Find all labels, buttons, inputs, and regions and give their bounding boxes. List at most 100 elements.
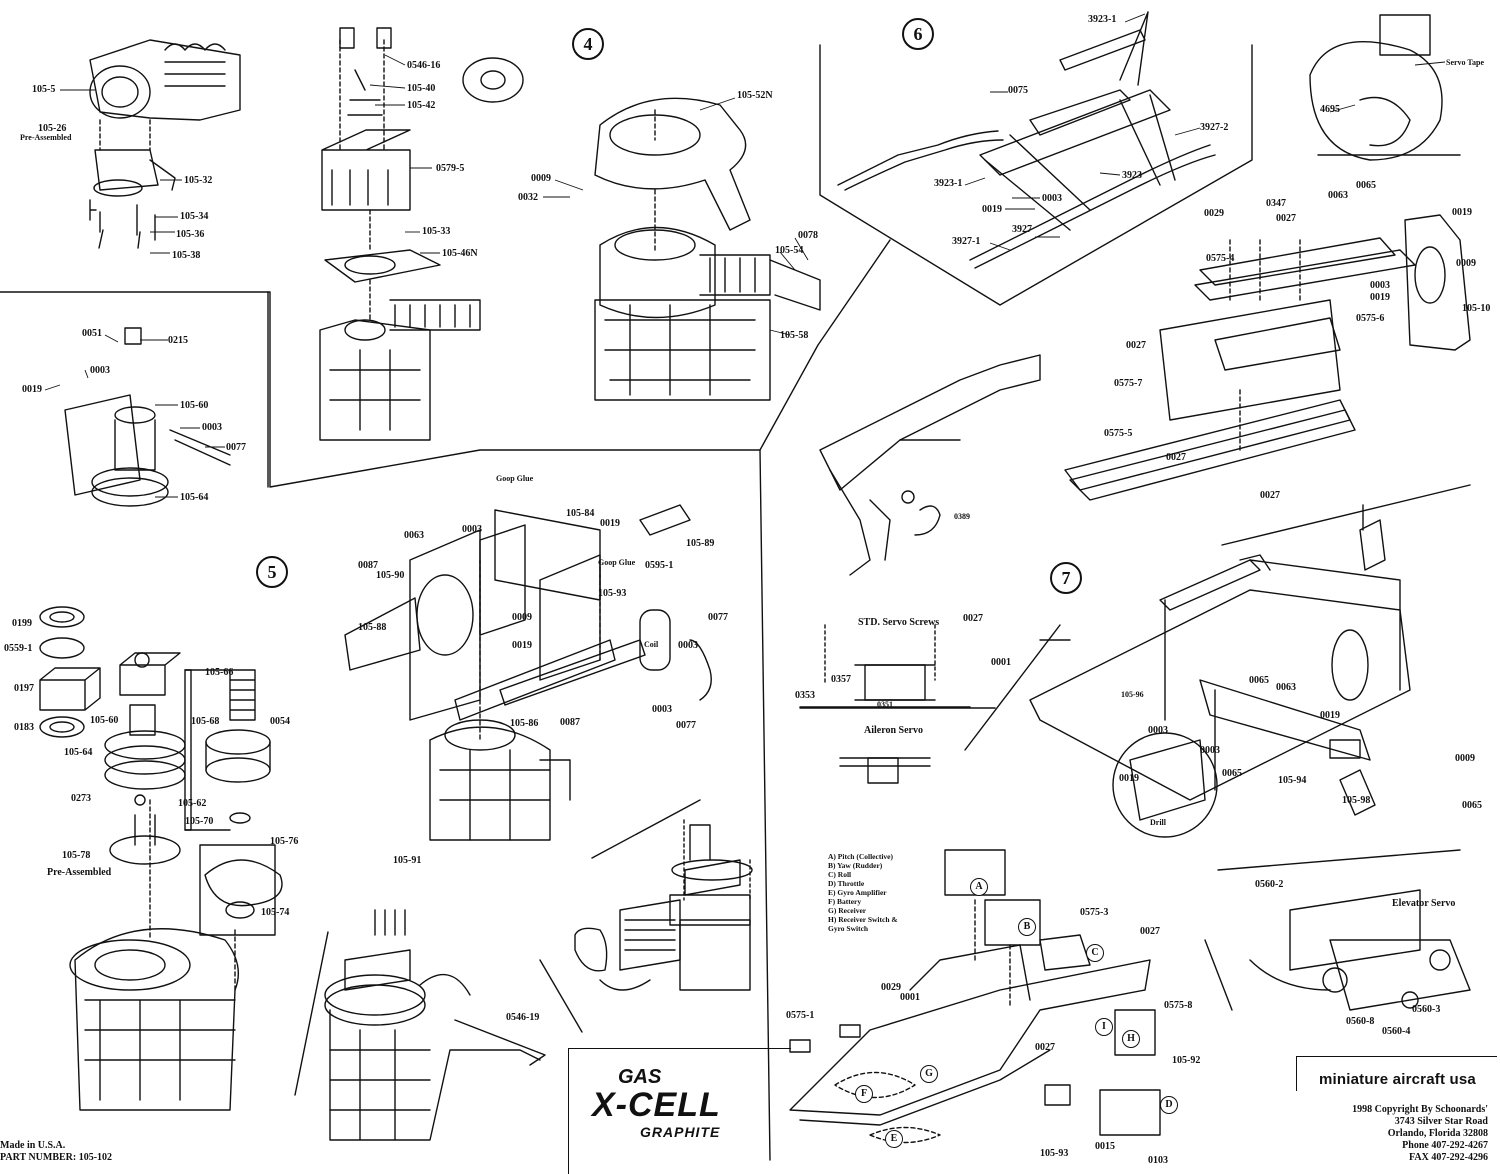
part-label: 105-60 bbox=[90, 715, 119, 726]
part-label: 0003 bbox=[1370, 280, 1390, 291]
part-label: 0003 bbox=[202, 422, 222, 433]
address-line: 3743 Silver Star Road bbox=[1394, 1116, 1488, 1127]
part-label: 0032 bbox=[518, 192, 538, 203]
component-letter-g: G bbox=[920, 1065, 938, 1083]
part-label: 105-68 bbox=[191, 716, 220, 727]
part-label: 0357 bbox=[831, 674, 851, 685]
component-letter-c: C bbox=[1086, 944, 1104, 962]
part-label: 0183 bbox=[14, 722, 34, 733]
part-label: 105-76 bbox=[270, 836, 299, 847]
part-label: 0065 bbox=[1249, 675, 1269, 686]
component-letter-h: H bbox=[1122, 1030, 1140, 1048]
part-label: 0019 bbox=[982, 204, 1002, 215]
part-label: 0353 bbox=[795, 690, 815, 701]
divider-line bbox=[1217, 849, 1461, 871]
copyright-line: 1998 Copyright By Schoonards' bbox=[1352, 1104, 1488, 1115]
part-label: 105-58 bbox=[780, 330, 809, 341]
part-label: 105-40 bbox=[407, 83, 436, 94]
part-label: 0029 bbox=[881, 982, 901, 993]
part-label: 0347 bbox=[1266, 198, 1286, 209]
part-label: 3927-1 bbox=[952, 236, 981, 247]
part-label: 0027 bbox=[1126, 340, 1146, 351]
divider-line bbox=[759, 449, 771, 1161]
component-letter-b: B bbox=[1018, 918, 1036, 936]
section-number-5: 5 bbox=[256, 556, 288, 588]
part-label: 0001 bbox=[991, 657, 1011, 668]
part-label: 105-84 bbox=[566, 508, 595, 519]
part-label: 0027 bbox=[1140, 926, 1160, 937]
part-label: 0199 bbox=[12, 618, 32, 629]
part-label: 105-46N bbox=[442, 248, 478, 259]
legend-item: E) Gyro Amplifier bbox=[828, 888, 887, 897]
part-label: Elevator Servo bbox=[1392, 898, 1456, 909]
part-label: 0019 bbox=[1119, 773, 1139, 784]
part-label: 0575-7 bbox=[1114, 378, 1143, 389]
part-label: 0575-5 bbox=[1104, 428, 1133, 439]
part-label: 0063 bbox=[404, 530, 424, 541]
part-label: 0546-19 bbox=[506, 1012, 540, 1023]
brand-frame: miniature aircraft usa bbox=[1296, 1056, 1497, 1091]
part-label: 0003 bbox=[1200, 745, 1220, 756]
part-label: 0065 bbox=[1462, 800, 1482, 811]
part-label: 0351 bbox=[877, 700, 893, 709]
component-letter-a: A bbox=[970, 878, 988, 896]
part-label: 0087 bbox=[358, 560, 378, 571]
part-label: 0065 bbox=[1356, 180, 1376, 191]
made-in-text: Made in U.S.A. bbox=[0, 1140, 66, 1151]
part-label: 0003 bbox=[90, 365, 110, 376]
part-label: 3923-1 bbox=[1088, 14, 1117, 25]
component-letter-f: F bbox=[855, 1085, 873, 1103]
part-label: 0019 bbox=[1370, 292, 1390, 303]
part-label: 0019 bbox=[1452, 207, 1472, 218]
part-label: 0197 bbox=[14, 683, 34, 694]
logo-frame bbox=[568, 1048, 791, 1174]
part-label: 0019 bbox=[1320, 710, 1340, 721]
part-label: 105-96 bbox=[1121, 690, 1144, 699]
part-label: 0103 bbox=[1148, 1155, 1168, 1166]
part-number-text: PART NUMBER: 105-102 bbox=[0, 1152, 113, 1163]
divider-line bbox=[294, 931, 329, 1096]
part-label: 0003 bbox=[678, 640, 698, 651]
part-label: 105-26 bbox=[38, 123, 67, 134]
part-label: 0027 bbox=[1166, 452, 1186, 463]
part-label: Pre-Assembled bbox=[47, 867, 112, 878]
part-label: 105-92 bbox=[1172, 1055, 1201, 1066]
logo-xcell-text: X-CELL bbox=[592, 1086, 721, 1124]
phone-line: Phone 407-292-4267 bbox=[1402, 1140, 1488, 1151]
divider-line bbox=[1204, 939, 1233, 1011]
divider-line bbox=[591, 799, 701, 859]
part-label: 0077 bbox=[226, 442, 246, 453]
part-label: 105-94 bbox=[1278, 775, 1307, 786]
legend-item: F) Battery bbox=[828, 897, 862, 906]
part-label: 0575-4 bbox=[1206, 253, 1235, 264]
part-label: 0009 bbox=[1456, 258, 1476, 269]
part-label: 105-98 bbox=[1342, 795, 1371, 806]
part-label: Pre-Assembled bbox=[20, 133, 72, 142]
part-label: 0559-1 bbox=[4, 643, 33, 654]
part-label: 0575-8 bbox=[1164, 1000, 1193, 1011]
part-label: Goop Glue bbox=[598, 558, 636, 567]
divider-line bbox=[964, 624, 1061, 751]
legend-item: D) Throttle bbox=[828, 879, 865, 888]
part-label: 105-62 bbox=[178, 798, 207, 809]
section-number-6: 6 bbox=[902, 18, 934, 50]
part-label: 3927 bbox=[1012, 224, 1032, 235]
part-label: 0087 bbox=[560, 717, 580, 728]
part-label: 105-89 bbox=[686, 538, 715, 549]
part-label: 0560-3 bbox=[1412, 1004, 1441, 1015]
part-label: 0019 bbox=[512, 640, 532, 651]
part-label: 0560-8 bbox=[1346, 1016, 1375, 1027]
part-label: 105-32 bbox=[184, 175, 213, 186]
part-label: 0003 bbox=[462, 524, 482, 535]
part-label: Servo Tape bbox=[1446, 58, 1485, 67]
logo-gas-text: GAS bbox=[618, 1066, 662, 1088]
part-label: 105-70 bbox=[185, 816, 214, 827]
part-label: Goop Glue bbox=[496, 474, 534, 483]
part-label: 0077 bbox=[708, 612, 728, 623]
part-label: 105-54 bbox=[775, 245, 804, 256]
part-label: 0054 bbox=[270, 716, 290, 727]
address-line: Orlando, Florida 32808 bbox=[1387, 1128, 1488, 1139]
part-label: 105-64 bbox=[64, 747, 93, 758]
part-label: 105-10 bbox=[1462, 303, 1491, 314]
fax-line: FAX 407-292-4296 bbox=[1409, 1152, 1488, 1163]
